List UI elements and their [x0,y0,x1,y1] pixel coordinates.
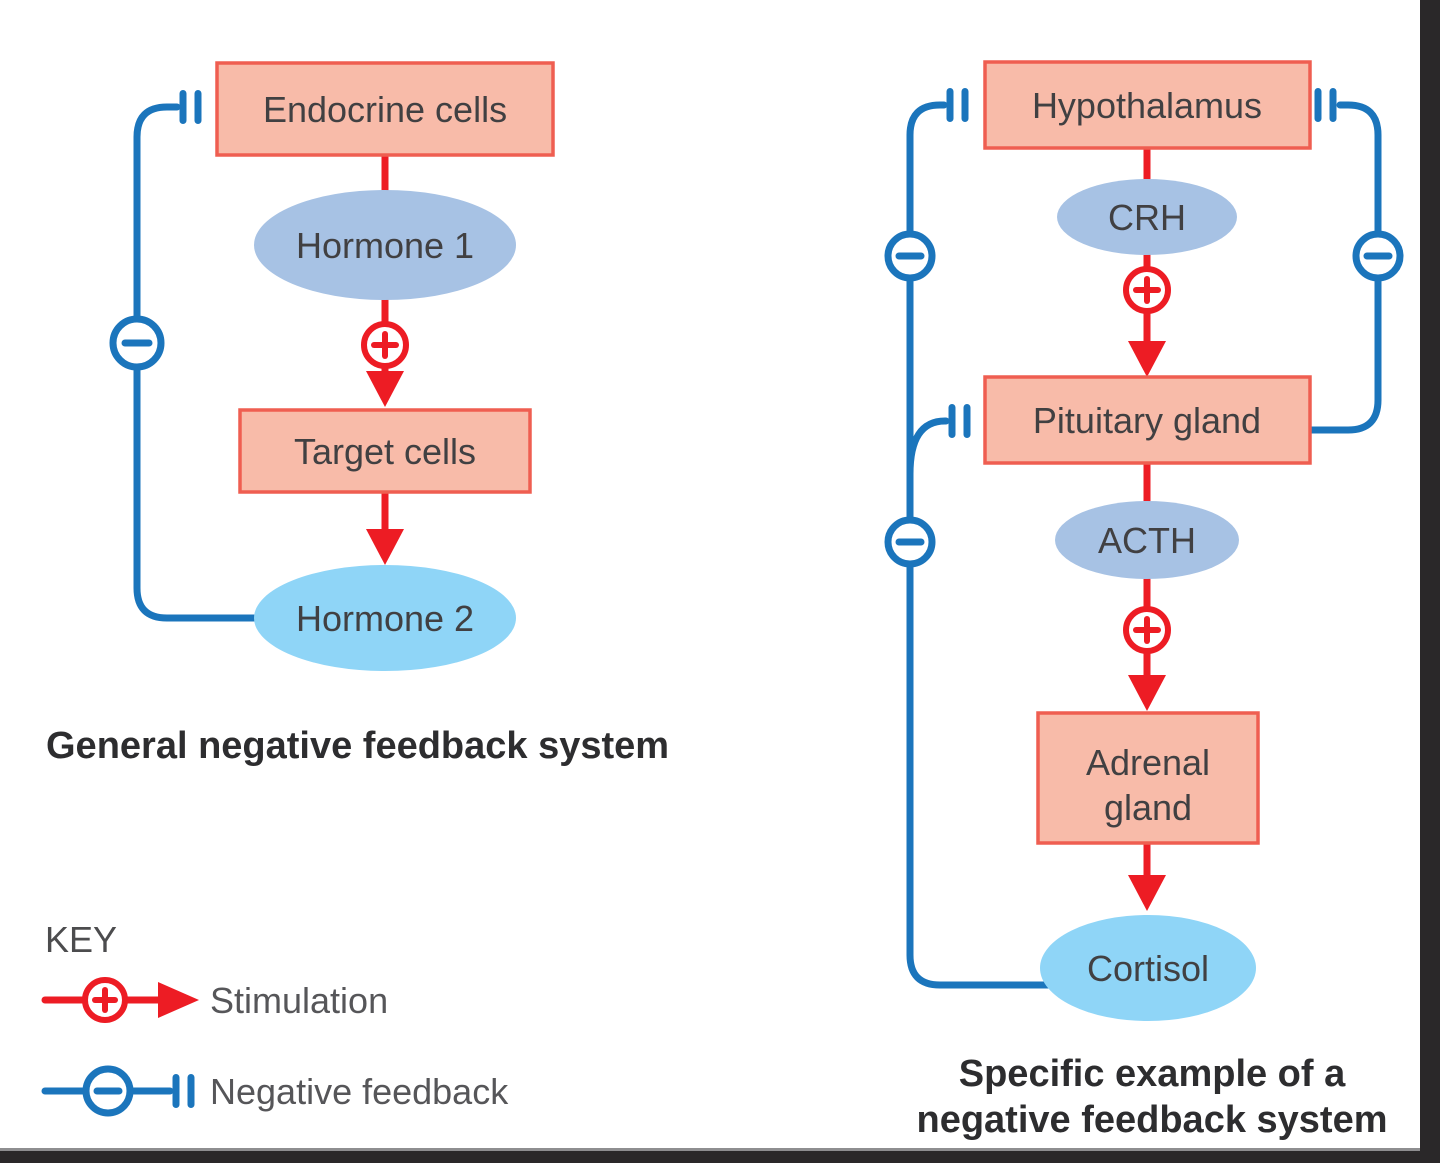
tack-bar [187,1074,195,1108]
tack-bar [961,88,969,122]
plus-circle-icon [361,321,409,369]
tack-bar [179,90,187,124]
right-diagram-caption-line2: negative feedback system [916,1099,1387,1141]
minus-circle-icon [109,315,165,371]
acth-label: ACTH [1098,520,1196,561]
tack-bar [172,1074,180,1108]
target-cells-box [238,408,532,494]
flow-arrowhead-icon [158,982,199,1018]
right-diagram-caption-line1: Specific example of a [959,1053,1346,1095]
tack-bar [963,404,971,438]
frame-right-bar [1420,0,1440,1163]
hormone2-label: Hormone 2 [296,598,474,639]
inhibition-tack-icon [179,90,202,124]
key-stimulation-row: Stimulation [41,977,388,1023]
cortisol-label: Cortisol [1087,948,1209,989]
hypothalamus-box [983,60,1312,150]
hormone1-label: Hormone 1 [296,225,474,266]
endocrine-cells-box [215,61,555,157]
hormone2-ellipse [254,565,516,671]
frame-bottom-bar [0,1151,1440,1163]
adrenal-gland-box [1036,711,1260,845]
pituitary-gland-label: Pituitary gland [1033,400,1261,441]
crh-label: CRH [1108,197,1186,238]
inhibition-tack-icon [948,404,971,438]
pituitary-gland-box [983,375,1312,465]
adrenal-gland-label-line2: gland [1104,787,1192,828]
key-legend: KEY Stimulation Negative feedback [41,919,509,1117]
flow-arrowhead-icon [1128,675,1166,711]
hormone1-ellipse [254,190,516,300]
feedback-line-hormone2-to-endocrine [133,103,294,622]
hypothalamus-label: Hypothalamus [1032,85,1262,126]
acth-ellipse [1055,501,1239,579]
adrenal-gland-label-line1: Adrenal [1086,742,1210,783]
minus-circle-icon [884,230,936,282]
right-diagram: Hypothalamus CRH Pituitary gland ACTH Ad… [884,60,1404,1141]
feedback-line-cortisol-to-hypothalamus [906,101,1084,989]
stimulation-label: Stimulation [210,980,388,1021]
inhibition-tack-icon [946,88,969,122]
key-title: KEY [45,919,117,960]
minus-circle-icon [82,1065,134,1117]
minus-circle-icon [884,516,936,568]
tack-bar [1314,88,1322,122]
tack-bar [946,88,954,122]
minus-circle-icon [1352,230,1404,282]
plus-circle-icon [82,977,128,1023]
endocrine-cells-label: Endocrine cells [263,89,507,130]
negative-feedback-label: Negative feedback [210,1071,509,1112]
key-negative-feedback-row: Negative feedback [41,1065,509,1117]
target-cells-label: Target cells [294,431,476,472]
flow-arrowhead-icon [1128,341,1166,377]
left-diagram-caption: General negative feedback system [46,725,669,767]
flow-arrowhead-icon [1128,875,1166,911]
cortisol-ellipse [1040,915,1256,1021]
left-diagram: Endocrine cells Hormone 1 Target cells H… [46,61,669,767]
plus-circle-icon [1123,606,1171,654]
flow-arrowhead-icon [366,529,404,565]
feedback-line-cortisol-to-pituitary [906,417,950,478]
plus-circle-icon [1123,266,1171,314]
tack-bar [948,404,956,438]
crh-ellipse [1057,179,1237,255]
frame-bottom-highlight [0,1148,1440,1151]
inhibition-tack-icon [1314,88,1337,122]
inhibition-tack-icon [172,1074,195,1108]
flow-arrowhead-icon [366,371,404,407]
tack-bar [194,90,202,124]
tack-bar [1329,88,1337,122]
